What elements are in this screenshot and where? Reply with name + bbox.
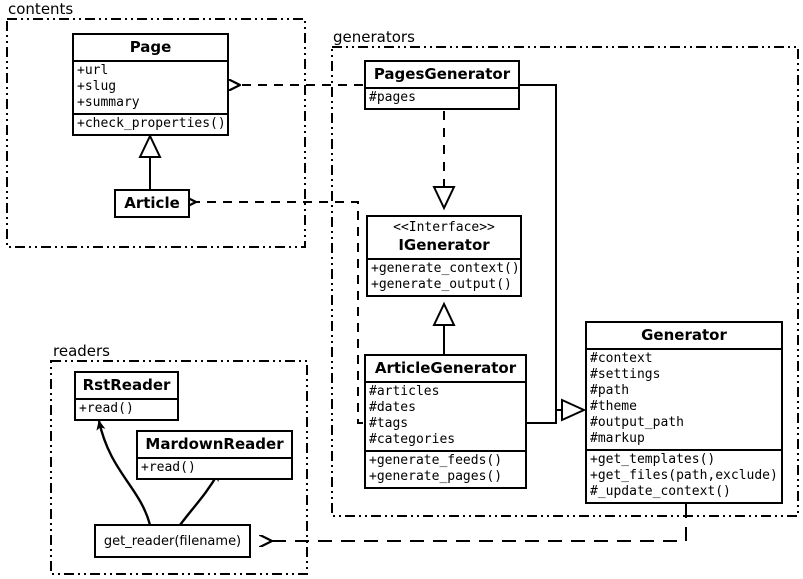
class-box-mardownreader[interactable]: MardownReader +read() — [136, 430, 293, 480]
class-member: #context — [590, 351, 653, 366]
package-label-readers: readers — [51, 342, 112, 360]
class-title-articlegenerator: ArticleGenerator — [374, 359, 517, 377]
class-box-articlegenerator[interactable]: ArticleGenerator #articles #dates #tags … — [364, 354, 527, 489]
class-box-generator[interactable]: Generator #context #settings #path #them… — [585, 321, 783, 504]
class-box-page[interactable]: Page +url +slug +summary +check_properti… — [72, 33, 229, 136]
arrowhead-generalization-igenerator — [432, 301, 456, 326]
class-attributes-articlegenerator: #articles #dates #tags #categories — [366, 381, 525, 450]
class-member: #theme — [590, 399, 637, 414]
class-member: +slug — [77, 79, 117, 94]
class-attributes-generator: #context #settings #path #theme #output_… — [587, 348, 781, 449]
class-member: +get_files(path,exclude) — [590, 468, 778, 483]
class-member: +read() — [79, 401, 134, 416]
class-member: +summary — [77, 95, 140, 110]
class-title-igenerator: IGenerator — [398, 236, 490, 254]
class-member: #pages — [369, 90, 416, 105]
class-member: +check_properties() — [77, 116, 226, 131]
class-member: #_update_context() — [590, 484, 731, 499]
class-member: +generate_context() — [371, 261, 520, 276]
class-box-rstreader[interactable]: RstReader +read() — [74, 371, 179, 421]
edge-articlegenerator-to-article — [196, 202, 363, 424]
function-box-get-reader[interactable]: get_reader(filename) — [94, 524, 251, 558]
class-title-article: Article — [124, 194, 180, 212]
class-title-rstreader: RstReader — [82, 376, 171, 394]
edge-pagesgenerator-to-generator — [520, 84, 557, 410]
class-member: +read() — [141, 460, 196, 475]
class-member: +get_templates() — [590, 452, 716, 467]
class-operations-rstreader: +read() — [76, 398, 177, 419]
class-member: +generate_pages() — [369, 469, 503, 484]
package-label-contents: contents — [6, 0, 76, 18]
class-operations-page: +check_properties() — [74, 113, 227, 134]
class-member: #output_path — [590, 415, 684, 430]
arrowhead-generalization-page — [138, 133, 162, 158]
function-label-get-reader: get_reader(filename) — [103, 533, 242, 549]
class-stereotype-igenerator: <<Interface>> — [393, 220, 495, 235]
class-member: #path — [590, 383, 630, 398]
class-box-igenerator[interactable]: <<Interface>> IGenerator +generate_conte… — [366, 215, 522, 297]
arrowhead-generalization-generator — [561, 398, 587, 422]
class-header-igenerator: <<Interface>> IGenerator — [368, 217, 520, 258]
class-title-pagesgenerator: PagesGenerator — [373, 65, 511, 83]
class-member: +generate_feeds() — [369, 453, 503, 468]
package-label-generators: generators — [331, 28, 417, 46]
class-operations-mardownreader: +read() — [138, 457, 291, 478]
class-operations-generator: +get_templates() +get_files(path,exclude… — [587, 449, 781, 502]
class-attributes-page: +url +slug +summary — [74, 60, 227, 113]
edge-get-reader-to-rstreader — [96, 420, 152, 526]
class-member: +generate_output() — [371, 277, 512, 292]
arrowhead-realization-igenerator — [432, 186, 456, 211]
class-operations-igenerator: +generate_context() +generate_output() — [368, 258, 520, 295]
class-member: #categories — [369, 432, 456, 447]
class-box-article[interactable]: Article — [114, 189, 190, 218]
class-attributes-pagesgenerator: #pages — [366, 87, 518, 108]
edge-generator-to-get-reader — [272, 504, 687, 541]
edge-articlegenerator-to-generator — [527, 410, 557, 424]
class-title-mardownreader: MardownReader — [145, 435, 284, 453]
class-member: #articles — [369, 384, 440, 399]
package-frame-contents — [6, 18, 306, 248]
class-member: #dates — [369, 400, 416, 415]
class-member: #settings — [590, 367, 661, 382]
class-title-page: Page — [129, 38, 172, 56]
class-member: #tags — [369, 416, 409, 431]
class-operations-articlegenerator: +generate_feeds() +generate_pages() — [366, 450, 525, 487]
class-title-generator: Generator — [641, 326, 727, 344]
class-member: #markup — [590, 431, 645, 446]
class-box-pagesgenerator[interactable]: PagesGenerator #pages — [364, 60, 520, 110]
class-member: +url — [77, 63, 109, 78]
